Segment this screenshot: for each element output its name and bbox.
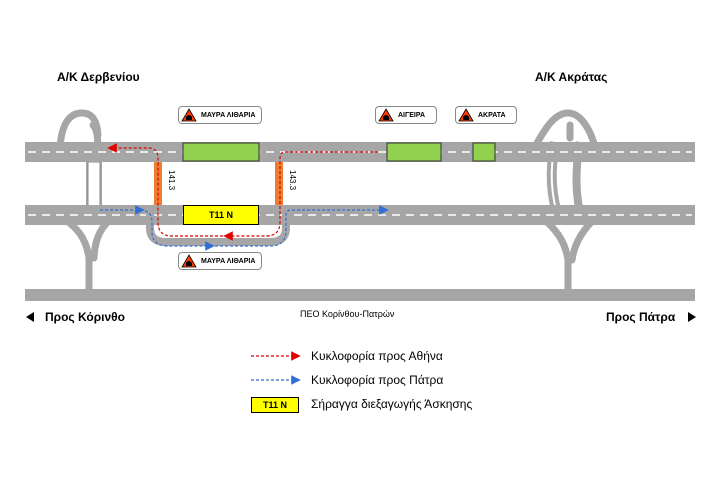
crossover-left-km: 141.3 bbox=[167, 170, 176, 191]
sign-aigeira: ΑΙΓΕΙΡΑ bbox=[375, 106, 437, 124]
route-to-athens bbox=[107, 143, 378, 241]
old-road-label: ΠΕΟ Κορίνθου-Πατρών bbox=[300, 309, 395, 319]
tunnel-akrata bbox=[472, 142, 496, 162]
right-interchange-ramps bbox=[531, 109, 601, 294]
tunnel-warning-icon bbox=[378, 108, 394, 122]
legend-athens-label: Κυκλοφορία προς Αθήνα bbox=[311, 349, 443, 363]
route-to-patra bbox=[100, 205, 389, 251]
legend-tunnel-swatch: Τ11 Ν bbox=[251, 397, 299, 413]
arrow-right-icon bbox=[688, 312, 696, 322]
bypass-road bbox=[146, 205, 290, 246]
crossover-right bbox=[275, 162, 283, 205]
sign-akrata: ΑΚΡΑΤΑ bbox=[455, 106, 517, 124]
interchange-derveni-label: Α/Κ Δερβενίου bbox=[57, 70, 140, 84]
exercise-tunnel-label: Τ11 Ν bbox=[208, 210, 233, 220]
motorway-patra-carriageway bbox=[25, 205, 695, 225]
sign-mavra-lithari-bottom-label: ΜΑΥΡΑ ΛΙΘΑΡΙΑ bbox=[201, 257, 256, 265]
direction-korinthos-label: Προς Κόρινθο bbox=[45, 310, 125, 324]
crossover-right-km: 143.3 bbox=[288, 170, 297, 191]
sign-mavra-lithari-top: ΜΑΥΡΑ ΛΙΘΑΡΙΑ bbox=[178, 106, 262, 124]
sign-mavra-lithari-top-label: ΜΑΥΡΑ ΛΙΘΑΡΙΑ bbox=[201, 111, 256, 119]
legend-tunnel-label: Σήραγγα διεξαγωγής Άσκησης bbox=[311, 397, 473, 411]
legend-lines bbox=[251, 351, 301, 385]
interchange-akrata-label: Α/Κ Ακράτας bbox=[535, 70, 608, 84]
legend-tunnel-swatch-label: Τ11 Ν bbox=[262, 400, 287, 410]
tunnel-warning-icon bbox=[181, 108, 197, 122]
sign-aigeira-label: ΑΙΓΕΙΡΑ bbox=[398, 111, 426, 119]
exercise-tunnel-t11n: Τ11 Ν bbox=[183, 205, 259, 225]
sign-mavra-lithari-bottom: ΜΑΥΡΑ ΛΙΘΑΡΙΑ bbox=[178, 252, 262, 270]
old-national-road bbox=[25, 289, 695, 301]
tunnel-mavra-lithari-athens bbox=[182, 142, 260, 162]
tunnel-warning-icon bbox=[181, 254, 197, 268]
tunnel-warning-icon bbox=[458, 108, 474, 122]
tunnel-aigeira bbox=[386, 142, 442, 162]
direction-patra-label: Προς Πάτρα bbox=[606, 310, 676, 324]
legend-patra-label: Κυκλοφορία προς Πάτρα bbox=[311, 373, 444, 387]
arrow-left-icon bbox=[26, 312, 34, 322]
sign-akrata-label: ΑΚΡΑΤΑ bbox=[478, 111, 506, 119]
